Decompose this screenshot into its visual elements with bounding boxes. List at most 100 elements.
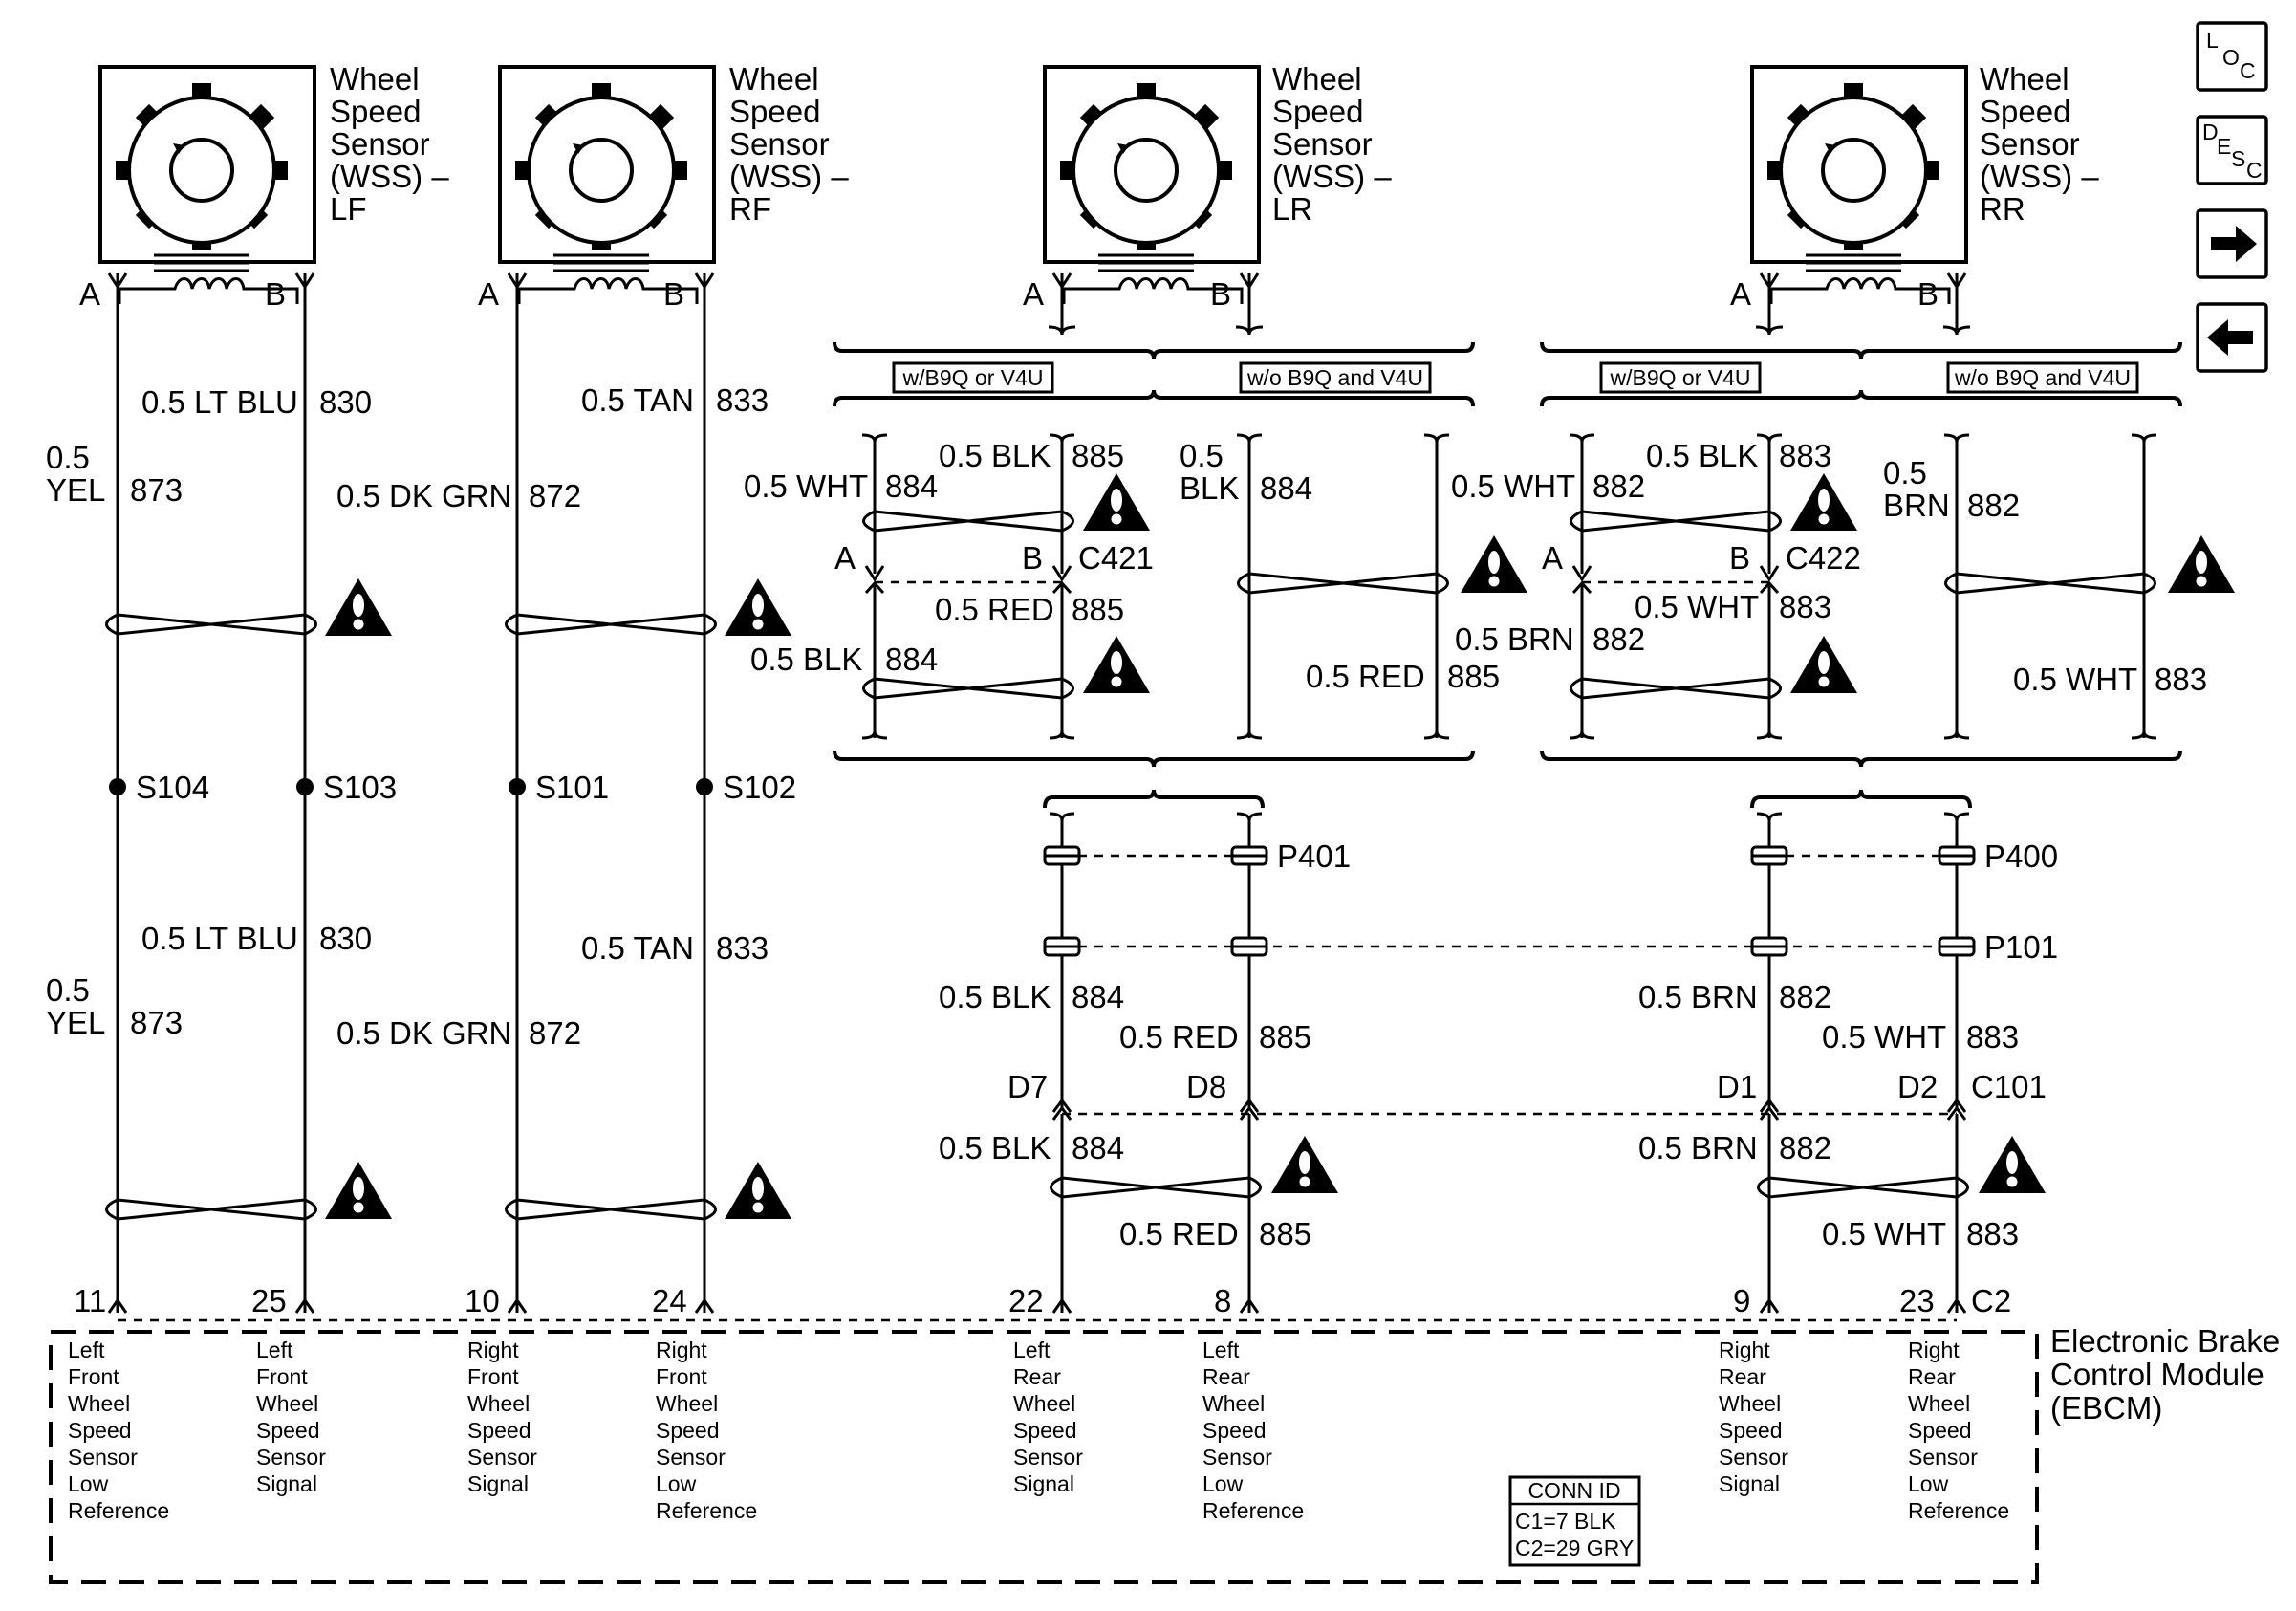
svg-text:(WSS) –: (WSS) –	[1272, 159, 1392, 194]
svg-text:Speed: Speed	[1272, 94, 1363, 129]
option-label-without: w/o B9Q and V4U	[1946, 361, 2139, 394]
sensor-label-rf: Wheel Speed Sensor (WSS) – RF	[729, 61, 849, 227]
svg-text:882: 882	[1779, 979, 1831, 1014]
svg-text:883: 883	[1779, 438, 1831, 473]
rr-with-option-wires	[1569, 433, 1783, 740]
svg-text:Rear: Rear	[1719, 1364, 1766, 1389]
svg-text:Left: Left	[1013, 1338, 1051, 1362]
svg-text:Low: Low	[1908, 1471, 1949, 1496]
svg-text:LF: LF	[330, 191, 367, 227]
svg-text:Right: Right	[467, 1338, 519, 1362]
svg-text:0.5 BRN: 0.5 BRN	[1638, 1130, 1758, 1165]
ebcm-module-box	[49, 1330, 2039, 1584]
svg-text:Right: Right	[1719, 1338, 1770, 1362]
svg-text:0.5 RED: 0.5 RED	[1119, 1216, 1239, 1252]
svg-text:A: A	[1542, 540, 1563, 576]
svg-text:882: 882	[1592, 468, 1645, 504]
ebcm-title: Electronic Brake Control Module (EBCM)	[2050, 1323, 2280, 1426]
svg-text:23: 23	[1899, 1283, 1935, 1318]
loc-button[interactable]: L O C	[2196, 21, 2268, 92]
svg-text:w/o B9Q and V4U: w/o B9Q and V4U	[1954, 365, 2131, 390]
svg-text:Sensor: Sensor	[330, 126, 430, 162]
svg-text:Rear: Rear	[1013, 1364, 1061, 1389]
warning-icon	[1083, 473, 1150, 531]
front-pin-labels: A B A B	[79, 276, 684, 312]
sensor-tone-wheel-icon	[1043, 65, 1261, 306]
svg-text:884: 884	[1072, 979, 1124, 1014]
option-brace	[833, 389, 1475, 407]
sensor-tone-wheel-icon	[1750, 65, 1968, 306]
svg-text:882: 882	[1779, 1130, 1831, 1165]
svg-text:Left: Left	[68, 1338, 105, 1362]
svg-text:Reference: Reference	[656, 1498, 757, 1523]
svg-text:RF: RF	[729, 191, 771, 227]
svg-text:RR: RR	[1980, 191, 2025, 227]
sensor-tone-wheel-icon	[498, 65, 716, 306]
svg-text:0.5 WHT: 0.5 WHT	[1635, 589, 1759, 624]
svg-text:D8: D8	[1186, 1069, 1226, 1104]
back-arrow-icon[interactable]	[2196, 302, 2268, 373]
svg-text:Reference: Reference	[1908, 1498, 2009, 1523]
svg-text:w/o B9Q and V4U: w/o B9Q and V4U	[1246, 365, 1423, 390]
connector-icon	[1938, 845, 1976, 866]
pin-function-rr-low: Right Rear Wheel Speed Sensor Low Refere…	[1908, 1338, 2009, 1523]
svg-text:0.5 BLK: 0.5 BLK	[939, 979, 1051, 1014]
lr-lower-wires	[1049, 812, 1263, 1313]
svg-text:873: 873	[130, 1005, 183, 1040]
svg-text:0.5 BLK: 0.5 BLK	[750, 642, 862, 677]
conn-id-table: CONN ID C1=7 BLK C2=29 GRY	[1508, 1475, 1641, 1567]
svg-text:Wheel: Wheel	[1719, 1391, 1781, 1416]
svg-text:C422: C422	[1786, 540, 1861, 576]
svg-text:8: 8	[1214, 1283, 1231, 1318]
svg-text:Right: Right	[1908, 1338, 1960, 1362]
forward-arrow-icon[interactable]	[2196, 208, 2268, 279]
svg-text:Speed: Speed	[656, 1418, 720, 1443]
svg-text:0.5 WHT: 0.5 WHT	[1822, 1019, 1946, 1055]
warning-icon	[1790, 636, 1857, 693]
svg-text:Low: Low	[656, 1471, 697, 1496]
warning-icon	[1790, 473, 1857, 531]
svg-text:CONN ID: CONN ID	[1527, 1478, 1620, 1503]
svg-text:Signal: Signal	[467, 1471, 529, 1496]
warning-icon	[1083, 636, 1150, 693]
pin-function-rf-low: Right Front Wheel Speed Sensor Low Refer…	[656, 1338, 757, 1523]
svg-text:Sensor: Sensor	[467, 1445, 537, 1469]
pin-function-lf-low: Left Front Wheel Speed Sensor Low Refere…	[68, 1338, 169, 1523]
pin-function-lr-sig: Left Rear Wheel Speed Sensor Signal	[1013, 1338, 1083, 1496]
svg-text:Speed: Speed	[1719, 1418, 1783, 1443]
svg-text:C2=29 GRY: C2=29 GRY	[1515, 1535, 1634, 1560]
svg-text:Electronic Brake: Electronic Brake	[2050, 1323, 2280, 1359]
svg-text:Wheel: Wheel	[1013, 1391, 1075, 1416]
svg-text:C: C	[2246, 158, 2263, 183]
svg-text:A: A	[834, 540, 856, 576]
desc-button[interactable]: D E S C	[2196, 115, 2268, 185]
warning-icon	[1271, 1136, 1338, 1193]
svg-text:0.5 WHT: 0.5 WHT	[1822, 1216, 1946, 1252]
connector-icon	[1043, 845, 1081, 866]
twisted-pair-icon	[1944, 572, 2156, 595]
svg-text:w/B9Q or V4U: w/B9Q or V4U	[1610, 365, 1751, 390]
svg-text:833: 833	[716, 382, 769, 418]
option-brace	[1043, 789, 1265, 809]
svg-text:S101: S101	[535, 770, 609, 805]
svg-text:Speed: Speed	[68, 1418, 132, 1443]
rear-right-wires	[1755, 272, 1971, 336]
rear-lower-wire-labels: 0.5 BLK 884 0.5 RED 885 D7 D8 0.5 BRN 88…	[939, 979, 2047, 1252]
svg-text:0.5 BLK: 0.5 BLK	[939, 438, 1051, 473]
svg-text:0.5 BLK: 0.5 BLK	[939, 1130, 1051, 1165]
svg-text:B: B	[1022, 540, 1043, 576]
svg-text:Sensor: Sensor	[1272, 126, 1373, 162]
svg-text:Right: Right	[656, 1338, 707, 1362]
svg-text:883: 883	[2155, 662, 2207, 697]
warning-icon	[725, 1162, 791, 1219]
warning-icon	[1979, 1136, 2046, 1193]
svg-text:YEL: YEL	[46, 472, 105, 508]
svg-text:Speed: Speed	[1908, 1418, 1972, 1443]
sensor-label-rr: Wheel Speed Sensor (WSS) – RR	[1980, 61, 2099, 227]
svg-text:0.5: 0.5	[1883, 455, 1927, 490]
svg-text:(EBCM): (EBCM)	[2050, 1390, 2162, 1426]
svg-text:0.5 WHT: 0.5 WHT	[1451, 468, 1575, 504]
svg-text:C: C	[2240, 58, 2256, 83]
svg-text:Sensor: Sensor	[1013, 1445, 1083, 1469]
svg-text:9: 9	[1733, 1283, 1750, 1318]
